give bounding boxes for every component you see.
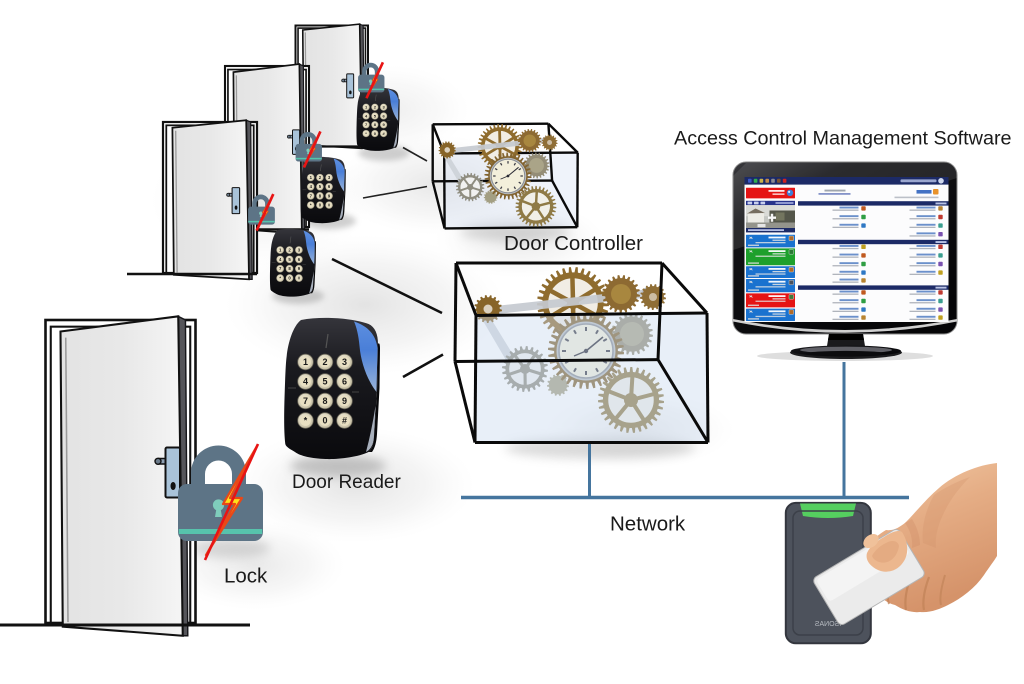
svg-text:Access Control Management Soft: Access Control Management Software: [674, 128, 1012, 150]
svg-text:*: *: [365, 131, 367, 136]
svg-text:2: 2: [322, 357, 327, 367]
svg-text:2: 2: [319, 175, 322, 180]
svg-text:7: 7: [365, 122, 368, 127]
svg-text:Network: Network: [610, 513, 686, 536]
svg-text:3: 3: [328, 175, 331, 180]
svg-text:Door Controller: Door Controller: [504, 232, 643, 255]
svg-text:0: 0: [319, 203, 322, 208]
svg-text:1: 1: [279, 248, 282, 253]
svg-text:*: *: [304, 416, 308, 426]
svg-text:8: 8: [319, 193, 322, 198]
svg-text:9: 9: [328, 193, 331, 198]
svg-text:3: 3: [382, 105, 385, 110]
svg-text:*: *: [310, 203, 312, 208]
svg-text:2: 2: [374, 105, 377, 110]
svg-text:6: 6: [328, 184, 331, 189]
svg-text:9: 9: [298, 266, 301, 271]
svg-text:*: *: [279, 276, 281, 281]
svg-text:7: 7: [310, 193, 313, 198]
svg-text:6: 6: [382, 113, 385, 118]
svg-text:#: #: [382, 131, 385, 136]
svg-text:7: 7: [303, 396, 308, 406]
svg-text:4: 4: [310, 184, 313, 189]
svg-text:7: 7: [279, 266, 282, 271]
svg-text:5: 5: [374, 113, 377, 118]
svg-text:Door Reader: Door Reader: [292, 472, 401, 493]
svg-text:5: 5: [319, 184, 322, 189]
svg-text:5: 5: [288, 257, 291, 262]
svg-text:0: 0: [288, 276, 291, 281]
svg-text:0: 0: [374, 131, 377, 136]
svg-text:8: 8: [374, 122, 377, 127]
svg-text:1: 1: [365, 105, 368, 110]
svg-text:3: 3: [342, 357, 347, 367]
svg-text:#: #: [328, 203, 331, 208]
svg-text:Lock: Lock: [224, 565, 268, 588]
svg-text:4: 4: [279, 257, 282, 262]
svg-text:0: 0: [322, 416, 327, 426]
svg-text:9: 9: [342, 396, 347, 406]
svg-text:3: 3: [298, 248, 301, 253]
svg-text:6: 6: [342, 377, 347, 387]
svg-text:2: 2: [288, 248, 291, 253]
svg-text:#: #: [298, 276, 301, 281]
svg-text:ISONAS: ISONAS: [814, 621, 841, 628]
svg-text:4: 4: [365, 113, 368, 118]
svg-text:8: 8: [322, 396, 327, 406]
svg-text:6: 6: [298, 257, 301, 262]
svg-text:#: #: [342, 416, 347, 426]
svg-text:1: 1: [310, 175, 313, 180]
svg-text:5: 5: [322, 377, 327, 387]
svg-text:1: 1: [303, 357, 308, 367]
svg-text:9: 9: [382, 122, 385, 127]
svg-text:4: 4: [303, 377, 308, 387]
svg-text:8: 8: [288, 266, 291, 271]
